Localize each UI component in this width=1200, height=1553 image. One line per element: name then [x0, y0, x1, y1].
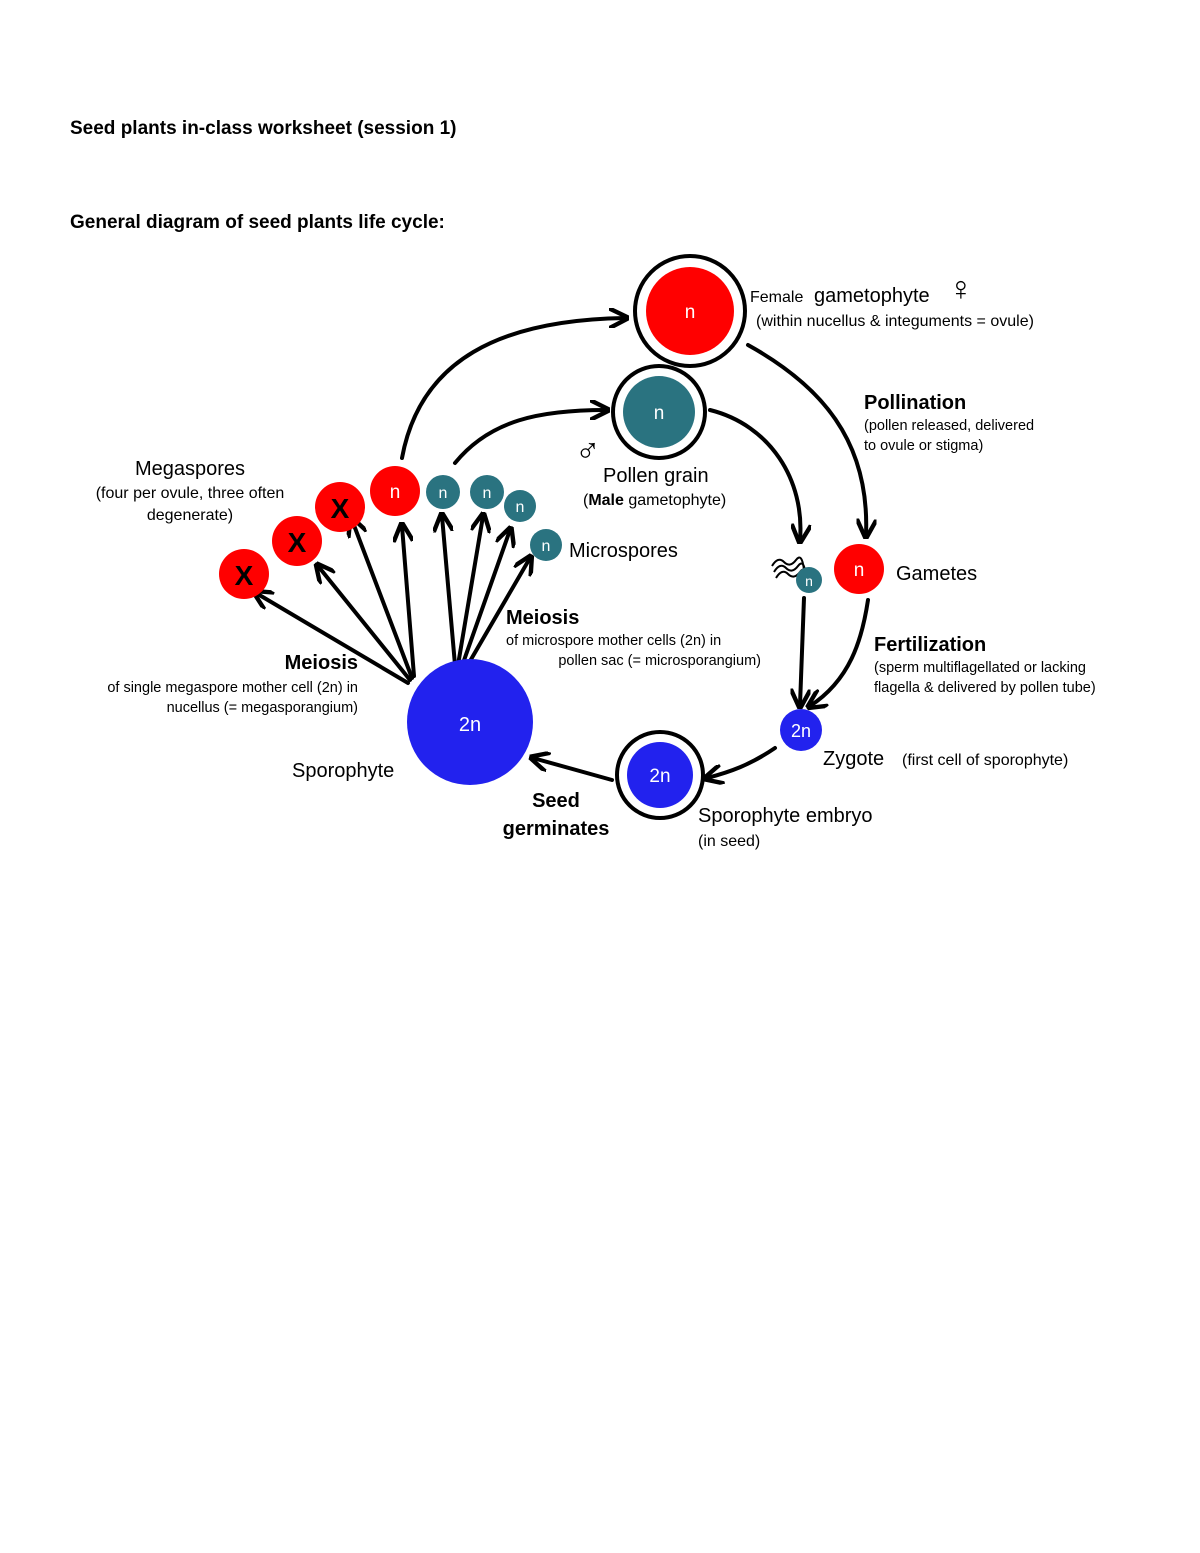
arrows [256, 318, 868, 780]
ploidy-label: n [685, 302, 696, 323]
arrow-zygote-to-embryo [707, 746, 777, 778]
female-gametophyte-node: n [633, 254, 747, 368]
zygote-label: Zygote [823, 748, 884, 770]
life-cycle-diagram: n Female gametophyte ♀ (within nucellus … [96, 254, 1096, 850]
ploidy-label: n [805, 573, 813, 589]
arrow-sporophyte-to-megaspore-1 [256, 593, 410, 685]
male-symbol-icon: ♂ [575, 432, 601, 470]
fertilization-detail-2: flagella & delivered by pollen tube) [874, 680, 1096, 696]
degenerate-mark: X [331, 493, 350, 524]
microspore-1: n [426, 475, 460, 509]
microspore-2: n [470, 475, 504, 509]
degenerate-mark: X [235, 560, 254, 591]
ploidy-label: n [516, 499, 525, 516]
sperm-gamete: n [771, 556, 822, 593]
ploidy-label: n [483, 485, 492, 502]
ploidy-label: n [439, 485, 448, 502]
meiosis-micro-label: Meiosis [506, 607, 579, 629]
ploidy-label: n [654, 403, 665, 424]
meiosis-micro-detail-2: pollen sac (= microsporangium) [558, 653, 761, 669]
pollen-grain-label: Pollen grain [603, 465, 709, 487]
arrow-female-gametophyte-to-gametes [746, 343, 866, 535]
egg-gamete: n [834, 544, 884, 594]
arrow-sporophyte-to-megaspore-3 [352, 520, 414, 680]
arrow-sporophyte-to-microspore-4 [464, 558, 530, 670]
arrow-sporophyte-to-microspore-3 [460, 530, 510, 668]
arrow-microspore-to-pollen-grain [453, 410, 606, 465]
female-symbol-icon: ♀ [948, 270, 974, 308]
pollen-grain-node: n [611, 364, 707, 460]
male-prefix: Male [588, 492, 624, 509]
ploidy-label: n [854, 560, 865, 581]
fertilization-label: Fertilization [874, 634, 986, 656]
arrow-gamete-to-zygote [810, 598, 870, 706]
sporophyte-embryo-node: 2n [615, 730, 705, 820]
sporophyte-node: 2n [407, 659, 533, 785]
sporophyte-embryo-label: Sporophyte embryo [698, 805, 873, 827]
seed-germinates-line1: Seed [532, 790, 580, 812]
sporophyte-label: Sporophyte [292, 760, 394, 782]
diagram-heading: General diagram of seed plants life cycl… [70, 212, 445, 233]
worksheet-title: Seed plants in-class worksheet (session … [70, 118, 457, 139]
meiosis-micro-detail-1: of microspore mother cells (2n) in [506, 633, 721, 649]
fertilization-detail-1: (sperm multiflagellated or lacking [874, 660, 1086, 676]
arrow-megaspore-to-female-gametophyte [400, 318, 625, 460]
arrow-sporophyte-to-megaspore-4 [402, 526, 416, 678]
degenerate-mark: X [288, 527, 307, 558]
meiosis-mega-detail-2: nucellus (= megasporangium) [167, 700, 358, 716]
zygote-detail: (first cell of sporophyte) [902, 752, 1068, 769]
zygote-node: 2n [780, 709, 822, 751]
megaspore-degenerate-1: X [219, 549, 269, 599]
arrow-sporophyte-to-microspore-1 [442, 516, 457, 667]
ploidy-label: n [542, 538, 551, 555]
megaspores-detail-1: (four per ovule, three often [96, 485, 285, 502]
pollen-grain-detail-suffix: gametophyte) [628, 492, 726, 509]
arrow-sperm-to-zygote [800, 596, 804, 705]
microspore-4: n [530, 529, 562, 561]
megaspore-functional: n [370, 466, 420, 516]
ploidy-label: n [390, 482, 401, 503]
arrow-sporophyte-to-megaspore-2 [318, 566, 412, 682]
pollination-detail-2: to ovule or stigma) [864, 438, 983, 454]
ploidy-label: 2n [791, 721, 811, 741]
female-gametophyte-label: gametophyte [814, 285, 930, 307]
seed-germinates-line2: germinates [503, 818, 610, 840]
arrow-pollen-grain-to-sperm [708, 408, 800, 540]
ploidy-label: 2n [649, 766, 670, 787]
ploidy-label: 2n [459, 714, 481, 736]
megaspores-detail-2: degenerate) [147, 507, 233, 524]
gametes-label: Gametes [896, 563, 977, 585]
megaspore-degenerate-2: X [272, 516, 322, 566]
meiosis-mega-label: Meiosis [285, 652, 358, 674]
arrow-sporophyte-to-microspore-2 [456, 516, 483, 667]
pollination-detail-1: (pollen released, delivered [864, 418, 1034, 434]
female-prefix: Female [750, 289, 803, 306]
microspores-label: Microspores [569, 540, 678, 562]
meiosis-mega-detail-1: of single megaspore mother cell (2n) in [107, 680, 358, 696]
microspore-3: n [504, 490, 536, 522]
female-gametophyte-detail: (within nucellus & integuments = ovule) [756, 313, 1034, 330]
pollination-label: Pollination [864, 392, 966, 414]
megaspores-label: Megaspores [135, 458, 245, 480]
sporophyte-embryo-detail: (in seed) [698, 833, 760, 850]
pollen-grain-detail: (Male gametophyte) [583, 492, 726, 509]
megaspore-degenerate-3: X [315, 482, 365, 532]
arrow-embryo-to-sporophyte [533, 758, 614, 782]
